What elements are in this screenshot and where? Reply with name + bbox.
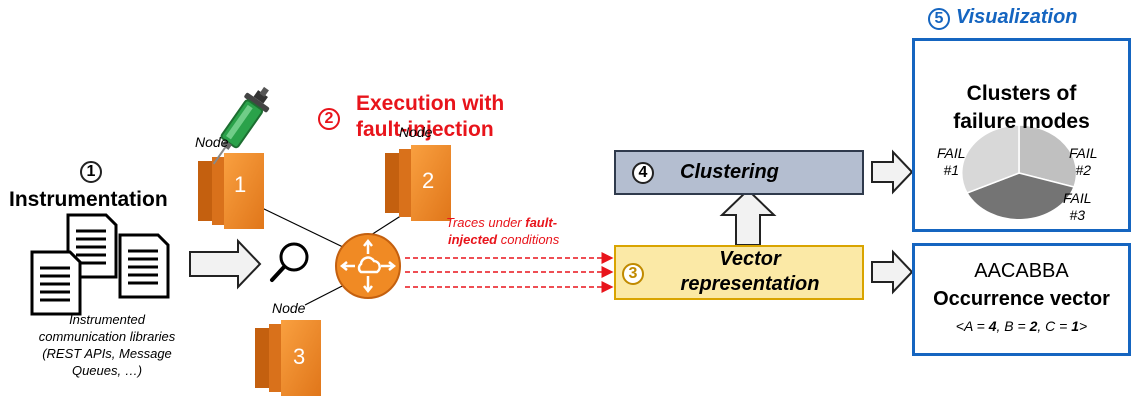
fail-1-num: #1 [943,162,960,178]
right-arrow-icon-clustering [871,149,914,195]
vec-c-val: 1 [1071,318,1080,334]
trace-arrows [405,252,614,293]
step-number-3: 3 [622,263,644,285]
node-label-2: Node [399,124,433,140]
occurrence-values: <A = 4, B = 2, C = 1> [912,318,1131,334]
vec-c: , C = [1037,318,1072,334]
up-arrow-icon [719,188,777,246]
visualization-title: Visualization [956,6,1078,28]
vec-b: , B = [996,318,1030,334]
vec-end: > [1079,318,1088,334]
step-number-2: 2 [318,108,340,130]
vector-representation-box [614,245,864,300]
traces-text: Traces under [446,215,526,230]
instrumented-libraries-caption: Instrumented communication libraries (RE… [12,311,202,379]
document-icon [30,213,170,316]
vec-a: <A = [955,318,989,334]
fail-2-num: #2 [1075,162,1092,178]
traces-text-2: conditions [497,232,560,247]
execution-title-line1: Execution with [356,92,505,115]
vector-label-line1: Vector [719,248,781,270]
clusters-box [912,38,1131,232]
caption-line: communication libraries [38,329,176,344]
clustering-label: Clustering [680,161,779,183]
server-icon-1 [198,153,264,229]
node-number-1: 1 [234,172,247,197]
clusters-title-line1: Clusters of [966,82,1077,105]
fail-label-3: FAIL #3 [1063,190,1092,224]
block-arrow-icon [189,238,262,290]
caption-line: Queues, …) [71,363,143,378]
step-number-4: 4 [632,162,654,184]
step-number-1: 1 [80,161,102,183]
caption-line: Instrumented [69,312,145,327]
execution-title-line2: fault-injection [356,118,494,141]
router-icon [335,233,401,299]
clustering-box [614,150,864,195]
occurrence-title: Occurrence vector [933,288,1110,310]
syringe-icon [212,86,270,165]
instrumentation-title: Instrumentation [9,188,168,211]
occurrence-sequence: AACABBA [974,260,1069,282]
fail-3-num: #3 [1069,207,1086,223]
failure-pie-chart [960,124,1078,221]
fail-3-text: FAIL [1063,190,1092,206]
occurrence-box [912,243,1131,356]
server-icon-3 [255,320,321,396]
traces-bold: fault- [525,215,558,230]
step-number-5: 5 [928,8,950,30]
node-number-3: 3 [293,344,306,369]
fail-1-text: FAIL [937,145,966,161]
caption-line: (REST APIs, Message [42,346,172,361]
fail-label-2: FAIL #2 [1069,145,1098,179]
clusters-title-line2: failure modes [953,110,1090,133]
fail-2-text: FAIL [1069,145,1098,161]
traces-bold-2: injected [448,232,498,247]
traces-caption: Traces under fault- injected conditions [446,214,559,248]
clusters-title: Clusters of failure modes [912,80,1131,136]
server-icon-2 [385,145,451,221]
magnifier-icon [270,242,309,282]
vector-label-line2: representation [680,273,820,295]
node-number-2: 2 [422,168,435,193]
vector-representation-label: Vector representation [650,247,850,297]
node-label-3: Node [272,300,306,316]
execution-title: Execution with fault-injection [356,91,504,143]
right-arrow-icon-vector [871,249,914,295]
vec-a-val: 4 [988,318,997,334]
fail-label-1: FAIL #1 [937,145,966,179]
vec-b-val: 2 [1029,318,1038,334]
node-label-1: Node [195,134,229,150]
